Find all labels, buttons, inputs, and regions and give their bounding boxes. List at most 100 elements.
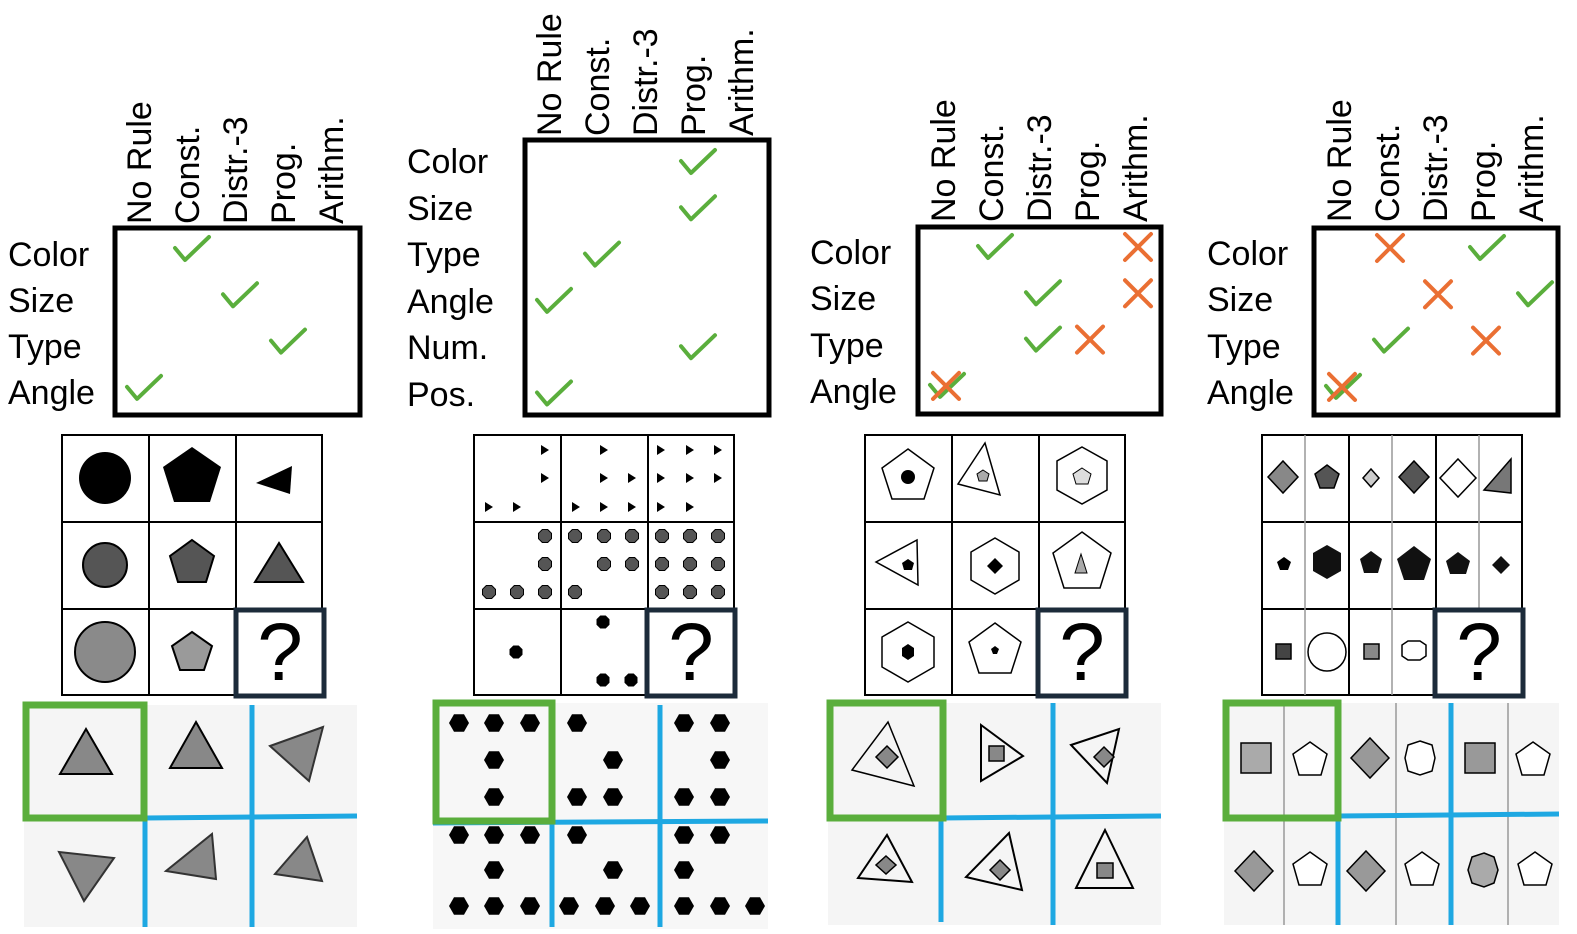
column-header-arithm: Arithm. [723,28,761,136]
column-header-const: Const. [169,126,207,224]
black-pentagon-shape [902,559,914,570]
check-mark-icon [679,148,717,175]
column-header-const: Const. [579,38,617,136]
triangle-with-square-option[interactable] [980,723,1025,783]
choices-background [433,703,768,929]
black-pentagon-shape [1277,557,1291,570]
answer-choices-1 [22,701,358,927]
light-diamond-shape [1361,467,1381,489]
rule-grid-frame [522,137,772,418]
column-header-prog: Prog. [265,143,303,224]
question-mark: ? [1059,607,1105,698]
triangle-with-diamond-option[interactable] [850,720,916,788]
gray-triangle-option[interactable] [57,850,116,903]
row-label-color: Color [8,236,89,274]
divider-line [1337,811,1560,819]
check-mark-icon [1516,280,1554,308]
divider-line [940,813,1162,821]
gray-triangle-option[interactable] [268,725,325,783]
diamond-pentagon-option[interactable] [1233,849,1328,893]
rule-grid-frame [1311,225,1561,418]
check-mark-icon [928,371,966,399]
diamond-pentagon-option[interactable] [1345,849,1440,893]
gray-triangle-shape [1074,552,1088,574]
black-hexagon-shape [902,644,914,660]
rule-marks [1324,233,1554,402]
gray-triangle-option[interactable] [168,719,224,769]
check-mark-icon [1024,279,1062,307]
puzzle-matrix-3: ? [864,434,1129,699]
triangle-with-diamond-option[interactable] [964,830,1024,892]
dark-square-shape [1275,643,1292,660]
column-header-const: Const. [973,124,1011,222]
rule-marks [928,232,1153,401]
answer-slot [644,607,738,699]
triangle-with-diamond-option[interactable] [1069,727,1121,786]
check-mark-icon [1372,326,1410,354]
black-circle-shape [901,470,915,484]
black-pentagon-shape [991,646,999,654]
gray-pentagon-shape [976,469,990,482]
divider-line [144,813,358,821]
question-mark: ? [1456,607,1502,698]
black-diamond-shape [987,558,1003,574]
rule-table-1: No Rule Const. Distr.-3 Prog. Arithm. Co… [8,101,363,418]
row-label-color: Color [407,143,488,181]
row-label-size: Size [810,280,876,318]
cross-mark-icon [1075,324,1105,355]
column-header-distr: Distr.-3 [1021,114,1059,222]
check-mark-icon [125,373,163,401]
check-mark-icon [535,379,573,407]
gray-square-shape [1363,643,1380,660]
diamond-octagon-option[interactable] [1349,736,1436,780]
gray-triangle-shape [1482,456,1512,494]
question-mark: ? [668,607,714,698]
row-label-type: Type [8,328,82,366]
check-mark-icon [1024,325,1062,353]
answer-choices-2 [432,699,769,929]
row-label-size: Size [1207,281,1273,319]
row-label-color: Color [810,234,891,272]
row-label-pos: Pos. [407,376,475,414]
check-mark-icon [679,194,717,222]
correct-answer-highlight [1222,699,1342,822]
octagon-pentagon-option[interactable] [1467,851,1553,888]
row-label-num: Num. [407,329,488,367]
column-header-arithm: Arithm. [1117,114,1155,222]
black-pentagon-shape [1446,552,1470,574]
check-mark-icon [1468,234,1506,261]
white-circle-shape [1307,632,1347,672]
column-header-arithm: Arithm. [313,116,351,224]
rule-marks [125,235,307,401]
dark-pentagon-shape [1314,464,1340,489]
cross-mark-icon [1123,278,1153,309]
black-pentagon-shape [163,447,221,502]
check-mark-icon [535,286,573,314]
small-triangle-shapes [485,445,722,512]
correct-answer-highlight [22,701,148,822]
check-mark-icon [1324,372,1362,400]
row-label-type: Type [1207,328,1281,366]
square-pentagon-option[interactable] [1464,741,1551,776]
answer-slot [233,607,327,699]
gray-pentagon-shape [170,630,214,671]
gray-triangle-option[interactable] [273,835,324,883]
gray-circle-shape [74,621,136,683]
triangle-with-diamond-option[interactable] [856,833,914,884]
column-header-no-rule: No Rule [531,13,569,136]
gray-triangle-option[interactable] [58,727,114,775]
square-pentagon-option[interactable] [1240,741,1328,776]
gray-triangle-option[interactable] [163,832,218,881]
check-mark-icon [173,235,211,262]
correct-answer-highlight [432,699,556,825]
rule-tables: No Rule Const. Distr.-3 Prog. Arithm. Co… [8,13,1561,418]
answer-slot [1432,607,1526,699]
check-mark-icon [221,281,259,309]
answer-choices-3 [826,699,1162,925]
row-label-angle: Angle [1207,374,1294,412]
row-label-angle: Angle [8,374,95,412]
triangle-with-square-option[interactable] [1074,827,1135,889]
dark-diamond-shape [1397,459,1431,495]
dark-gray-circle-shape [82,542,128,588]
